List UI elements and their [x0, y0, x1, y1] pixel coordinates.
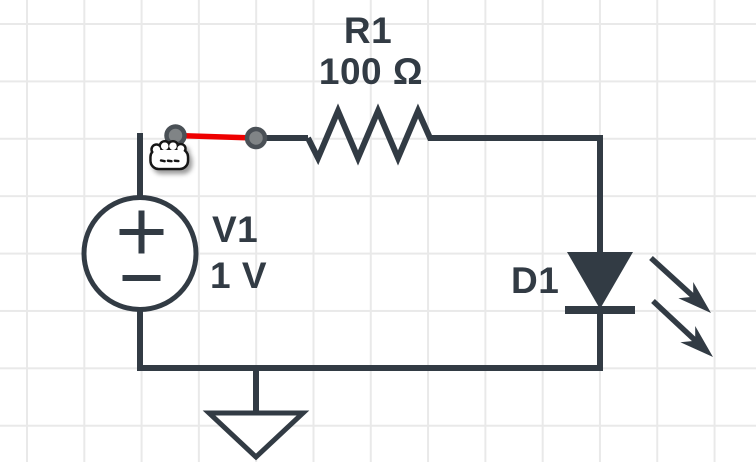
- wire-selected-segment[interactable]: [175, 132, 257, 141]
- voltage-source-value-label: 1 V: [210, 255, 267, 296]
- grabbing-hand-cursor-icon: [149, 139, 190, 171]
- component-led[interactable]: D1: [511, 252, 713, 357]
- led-arrow-1-head: [678, 282, 711, 313]
- wire-terminal-node-right[interactable]: [244, 126, 268, 150]
- led-arrow-1-shaft: [649, 255, 698, 302]
- resistor-zigzag[interactable]: [305, 103, 441, 166]
- diode-triangle[interactable]: [567, 252, 633, 309]
- wire-resistor-to-led[interactable]: [441, 135, 603, 256]
- led-designator-label: D1: [511, 260, 559, 301]
- component-ground[interactable]: [202, 410, 310, 461]
- led-emission-arrows-icon: [649, 255, 713, 357]
- plus-symbol: [119, 210, 164, 254]
- wire-bottom-rail[interactable]: [137, 309, 603, 371]
- led-arrow-2-head: [680, 326, 713, 357]
- led-arrow-2-shaft: [651, 298, 700, 346]
- resistor-value-label: 100 Ω: [319, 51, 423, 92]
- resistor-designator-label: R1: [344, 10, 392, 51]
- voltage-source-designator-label: V1: [212, 209, 258, 250]
- ground-triangle[interactable]: [202, 410, 310, 461]
- component-resistor[interactable]: R1 100 Ω: [305, 10, 441, 166]
- component-voltage-source[interactable]: V1 1 V: [81, 195, 267, 312]
